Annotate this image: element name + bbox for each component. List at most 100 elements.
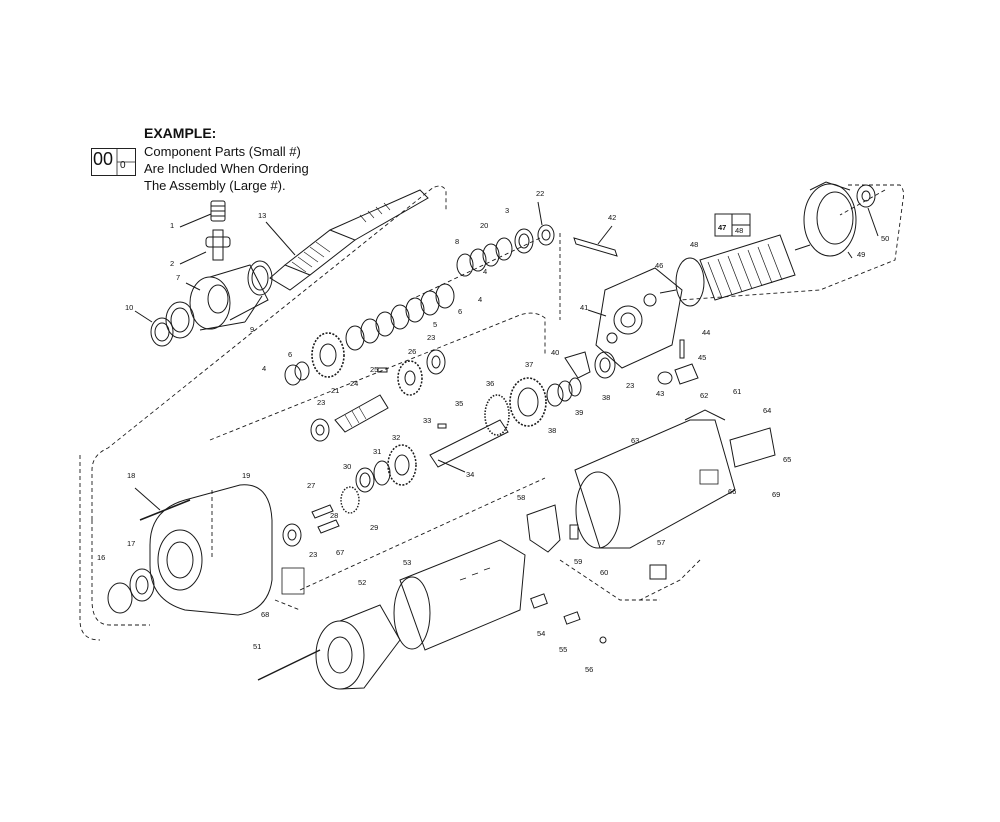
part-28-pin xyxy=(317,519,340,534)
callout-54: 54 xyxy=(537,629,545,638)
callout-6: 6 xyxy=(458,307,462,316)
callout-69: 69 xyxy=(772,490,780,499)
callout-61: 61 xyxy=(733,387,741,396)
callout-66: 66 xyxy=(728,487,736,496)
callout-38: 38 xyxy=(548,426,556,435)
callout-39: 39 xyxy=(575,408,583,417)
callout-48: 48 xyxy=(690,240,698,249)
part-16-ring xyxy=(107,582,133,614)
part-40-lever xyxy=(564,351,591,379)
callout-13: 13 xyxy=(258,211,266,220)
part-21-gear xyxy=(311,332,345,378)
callout-51: 51 xyxy=(253,642,261,651)
part-23-bearing-mid xyxy=(426,349,446,375)
callout-19: 19 xyxy=(242,471,250,480)
callout-1: 1 xyxy=(170,221,174,230)
callout-62: 62 xyxy=(700,391,708,400)
callout-6: 6 xyxy=(288,350,292,359)
callout-25: 25 xyxy=(370,365,378,374)
part-30-washer xyxy=(355,467,375,493)
callout-42: 42 xyxy=(608,213,616,222)
callout-4: 4 xyxy=(483,267,487,276)
callout-8: 8 xyxy=(455,237,459,246)
example-large-number: 00 xyxy=(93,149,114,169)
callout-59: 59 xyxy=(574,557,582,566)
part-50-bearing xyxy=(856,184,879,237)
callout-23: 23 xyxy=(626,381,634,390)
callout-21: 21 xyxy=(331,386,339,395)
callout-36: 36 xyxy=(486,379,494,388)
callout-23: 23 xyxy=(309,550,317,559)
example-title: EXAMPLE: xyxy=(144,125,217,141)
part-27-pin xyxy=(311,504,334,519)
part-2-valve xyxy=(179,229,231,265)
callout-63: 63 xyxy=(631,436,639,445)
part-57-terminal xyxy=(649,564,667,580)
callout-31: 31 xyxy=(373,447,381,456)
part-47-armature xyxy=(659,234,811,307)
callout-67: 67 xyxy=(336,548,344,557)
dashed-guide-lines xyxy=(79,184,905,641)
assembly-small-number: 48 xyxy=(735,226,743,235)
callout-7: 7 xyxy=(176,273,180,282)
callout-65: 65 xyxy=(783,455,791,464)
callout-32: 32 xyxy=(392,433,400,442)
callout-28: 28 xyxy=(330,511,338,520)
callout-50: 50 xyxy=(881,234,889,243)
part-43-washer xyxy=(657,371,673,385)
callout-5: 5 xyxy=(433,320,437,329)
part-23-bearing-right xyxy=(594,351,616,379)
callout-46: 46 xyxy=(655,261,663,270)
callout-23: 23 xyxy=(427,333,435,342)
part-32-gear xyxy=(387,444,417,486)
part-34-shaft xyxy=(429,419,509,473)
callout-57: 57 xyxy=(657,538,665,547)
part-53-field-housing xyxy=(393,539,526,651)
callout-20: 20 xyxy=(480,221,488,230)
callout-30: 30 xyxy=(343,462,351,471)
callout-45: 45 xyxy=(698,353,706,362)
callout-4: 4 xyxy=(262,364,266,373)
part-49-end-housing xyxy=(803,181,857,259)
callout-40: 40 xyxy=(551,348,559,357)
part-25-pin xyxy=(377,367,388,373)
part-44-pin xyxy=(679,339,685,359)
part-3-bearing xyxy=(514,228,534,254)
callout-53: 53 xyxy=(403,558,411,567)
callout-34: 34 xyxy=(466,470,474,479)
callout-24: 24 xyxy=(350,379,358,388)
example-line-3: The Assembly (Large #). xyxy=(144,178,286,193)
callout-18: 18 xyxy=(127,471,135,480)
part-26-gear xyxy=(397,360,423,396)
callout-43: 43 xyxy=(656,389,664,398)
part-63-motor-housing xyxy=(574,409,736,549)
example-line-2: Are Included When Ordering xyxy=(144,161,309,176)
part-19-gear-housing xyxy=(134,484,305,616)
assembly-box-labels: 47 48 xyxy=(718,223,743,235)
part-42-rod xyxy=(573,225,618,257)
part-37-gear xyxy=(509,377,547,427)
part-52-field xyxy=(315,604,401,690)
part-17-bearing xyxy=(129,568,155,602)
part-22-bearing xyxy=(537,201,555,246)
callout-labels: 1271091332220844654248464950414044454338… xyxy=(97,189,889,674)
callout-37: 37 xyxy=(525,360,533,369)
callout-68: 68 xyxy=(261,610,269,619)
callout-29: 29 xyxy=(370,523,378,532)
part-23-bearing-bottom xyxy=(282,523,302,547)
part-45-clip xyxy=(674,363,699,385)
part-18-bolt xyxy=(139,499,191,521)
part-58-switch xyxy=(526,504,561,553)
callout-2: 2 xyxy=(170,259,174,268)
callout-49: 49 xyxy=(857,250,865,259)
callout-60: 60 xyxy=(600,568,608,577)
part-13-spindle xyxy=(265,189,429,291)
callout-17: 17 xyxy=(127,539,135,548)
callout-22: 22 xyxy=(536,189,544,198)
callout-9: 9 xyxy=(250,325,254,334)
part-24-pinion xyxy=(334,394,389,433)
callout-64: 64 xyxy=(763,406,771,415)
assembly-large-number: 47 xyxy=(718,223,726,232)
callout-4: 4 xyxy=(478,295,482,304)
callout-56: 56 xyxy=(585,665,593,674)
